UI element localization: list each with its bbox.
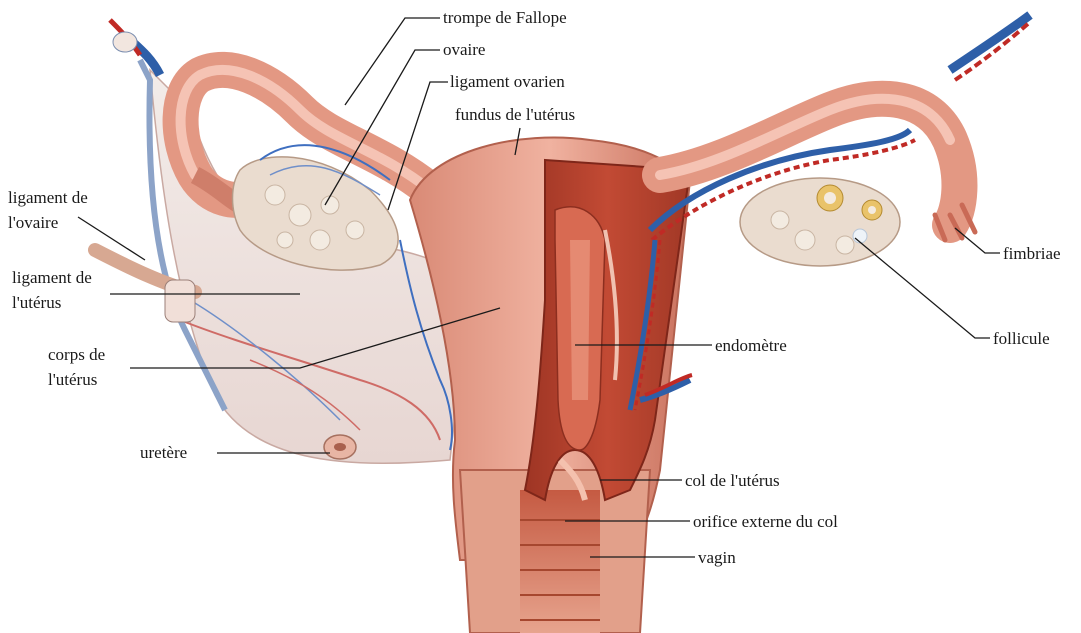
- ureter: [324, 435, 356, 459]
- label-ovaire: ovaire: [443, 40, 485, 59]
- label-corps-line1: corps de: [48, 345, 105, 364]
- label-ligament-ovaire-line1: ligament de: [8, 188, 88, 207]
- label-ligament-ovaire-line2: l'ovaire: [8, 213, 58, 232]
- right-ovary: [740, 178, 900, 266]
- label-ligament-uterus-line1: ligament de: [12, 268, 92, 287]
- label-ligament-ovarien: ligament ovarien: [450, 72, 565, 91]
- label-endometre: endomètre: [715, 336, 787, 355]
- label-trompe-de-fallope: trompe de Fallope: [443, 8, 567, 27]
- label-orifice-externe: orifice externe du col: [693, 512, 838, 531]
- label-follicule: follicule: [993, 329, 1050, 348]
- label-corps-line2: l'utérus: [48, 370, 97, 389]
- uterus-cross-section: [525, 160, 690, 500]
- label-fimbriae: fimbriae: [1003, 244, 1061, 263]
- label-fundus: fundus de l'utérus: [455, 105, 575, 124]
- label-vagin: vagin: [698, 548, 736, 567]
- label-col-uterus: col de l'utérus: [685, 471, 780, 490]
- label-ligament-uterus-line2: l'utérus: [12, 293, 61, 312]
- label-uretere: uretère: [140, 443, 187, 462]
- leader-trompe: [345, 18, 440, 105]
